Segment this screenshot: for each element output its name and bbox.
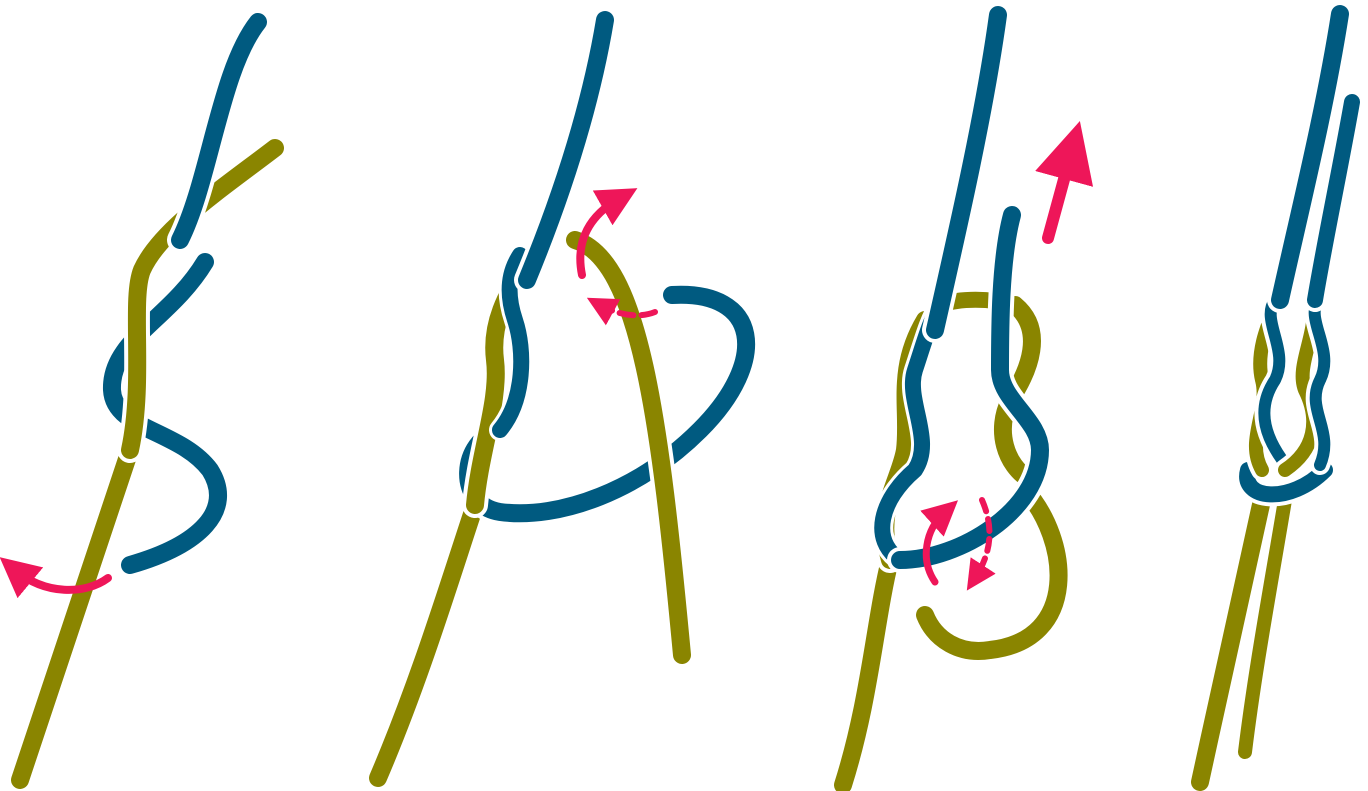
step4-blue-braid-left xyxy=(1264,300,1290,470)
step-2-diagram xyxy=(378,20,746,778)
step1-blue-standing xyxy=(180,22,258,240)
step1-olive-standing xyxy=(20,450,130,780)
step2-olive-standing xyxy=(378,505,475,778)
straight-arrow-up-icon xyxy=(1048,150,1072,238)
step3-olive-standing xyxy=(843,560,890,785)
step-4-diagram xyxy=(1200,14,1352,782)
step3-blue-standing xyxy=(935,15,998,330)
step-1-diagram xyxy=(15,22,275,780)
step-3-diagram xyxy=(843,15,1072,785)
